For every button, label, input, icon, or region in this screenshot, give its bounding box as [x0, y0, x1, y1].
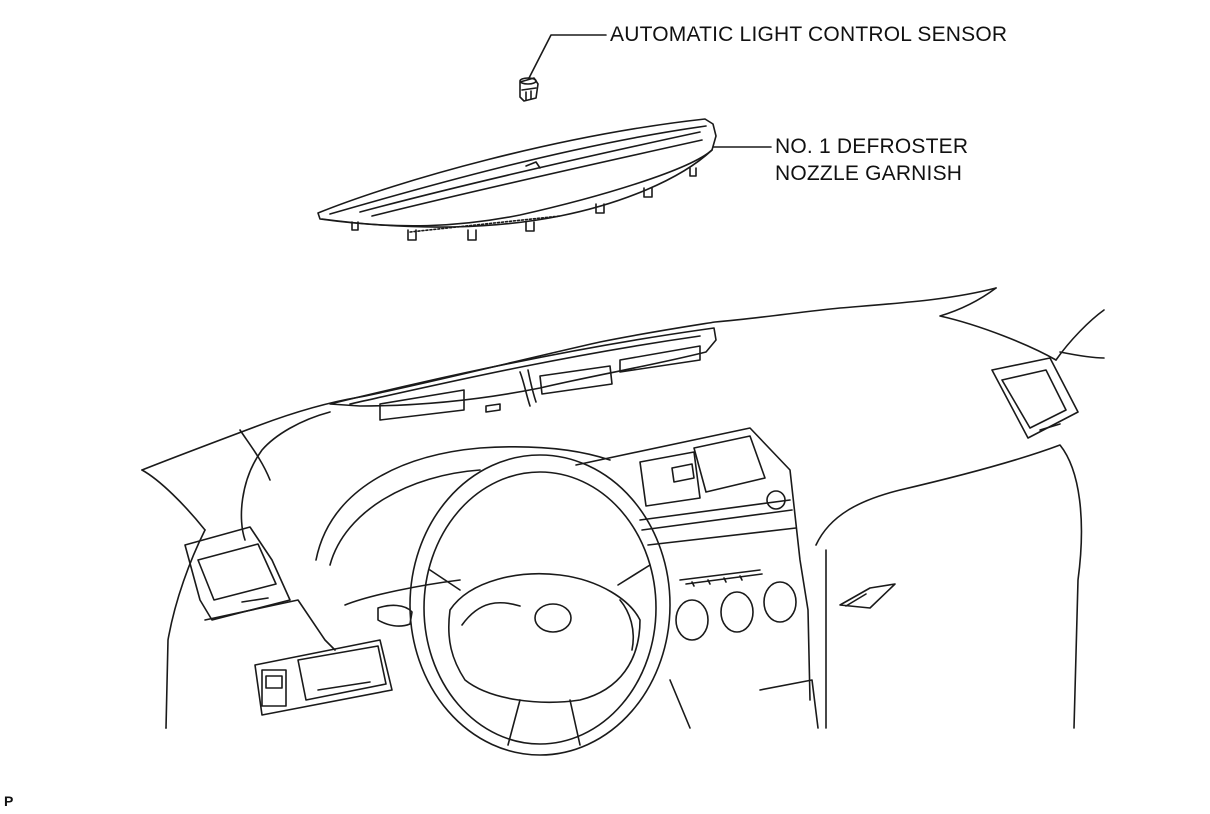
defroster-nozzle-garnish-label: NO. 1 DEFROSTER NOZZLE GARNISH	[775, 133, 968, 187]
garnish-label-line-1: NO. 1 DEFROSTER	[775, 135, 969, 158]
leader-lines	[528, 35, 771, 147]
instrument-panel	[142, 288, 1104, 755]
defroster-nozzle-garnish	[318, 119, 716, 240]
sensor-leader-line	[528, 35, 606, 80]
garnish-label-line-2: NOZZLE GARNISH	[775, 162, 963, 185]
steering-wheel-rim	[410, 455, 670, 755]
automatic-light-control-sensor	[520, 78, 538, 101]
automatic-light-control-sensor-label: AUTOMATIC LIGHT CONTROL SENSOR	[610, 23, 1008, 46]
figure-code-mark: P	[4, 793, 14, 809]
